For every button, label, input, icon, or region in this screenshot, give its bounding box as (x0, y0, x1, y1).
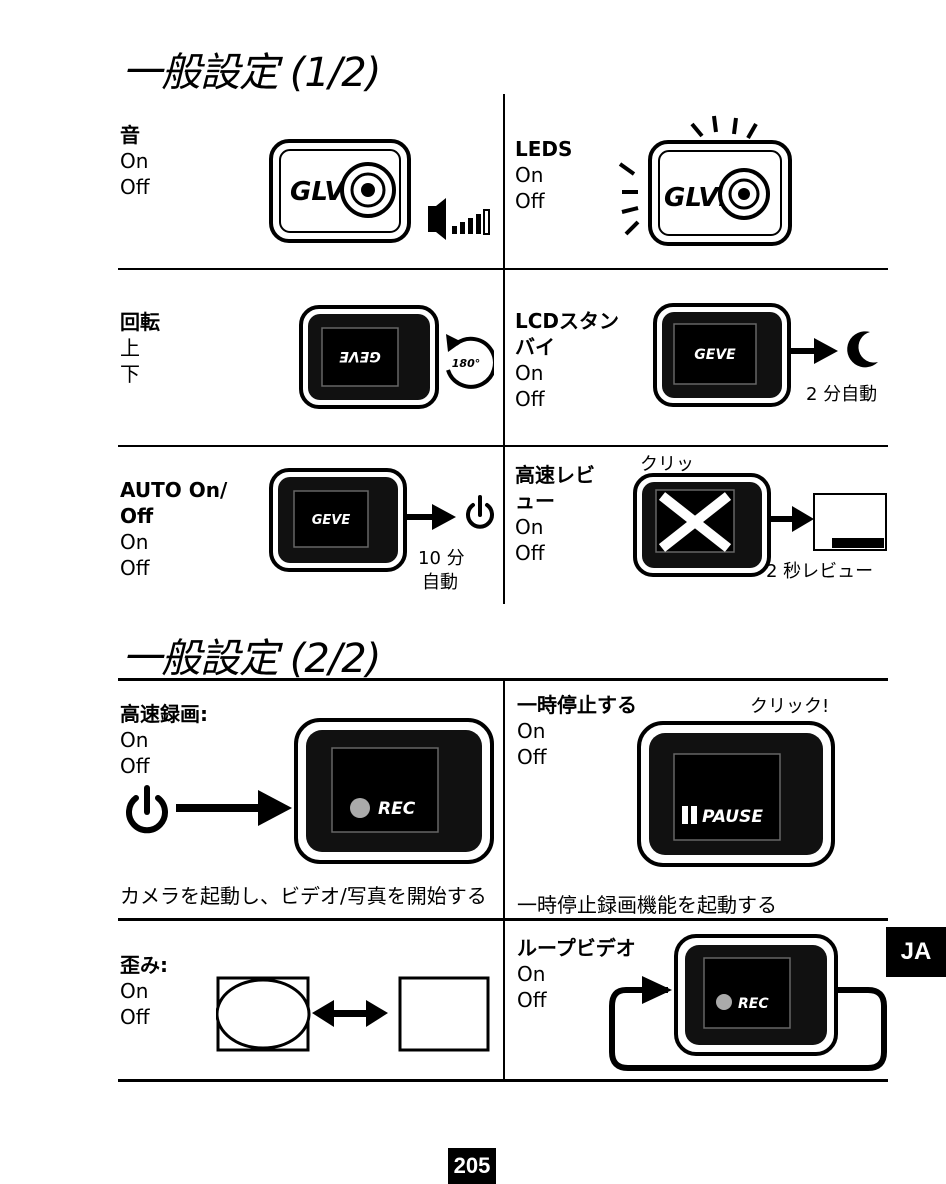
pause-caption: 一時停止録画機能を起動する (517, 889, 777, 918)
auto-off-option-off: Off (120, 555, 227, 581)
svg-text:PAUSE: PAUSE (702, 807, 763, 827)
divider-h-4 (118, 918, 888, 921)
distortion-setting: 歪み: On Off (120, 952, 168, 1030)
camera-loop-video-illustration: REC (606, 932, 890, 1072)
auto-off-option-on: On (120, 529, 227, 555)
distortion-illustration (216, 976, 492, 1052)
rotation-heading: 回転 (120, 309, 160, 335)
distortion-heading: 歪み: (120, 952, 168, 978)
svg-text:180°: 180° (452, 357, 480, 370)
page-number: 205 (448, 1148, 496, 1184)
section-2-title: 一般設定 (2/2) (122, 626, 380, 684)
quick-record-caption: カメラを起動し、ビデオ/写真を開始する (120, 880, 487, 909)
camera-pause-illustration: PAUSE (636, 720, 836, 868)
rotation-option-down: 下 (120, 361, 160, 387)
leds-heading: LEDS (515, 136, 572, 162)
svg-text:GEVE: GEVE (694, 347, 736, 363)
sound-setting: 音 On Off (120, 122, 150, 200)
camera-quick-record-illustration: REC (124, 716, 496, 866)
rotation-setting: 回転 上 下 (120, 309, 160, 387)
power-icon (468, 497, 492, 527)
pause-heading: 一時停止する (517, 692, 637, 718)
pause-option-off: Off (517, 744, 637, 770)
section-1-title: 一般設定 (1/2) (122, 40, 380, 98)
leds-setting: LEDS On Off (515, 136, 572, 214)
divider-h-1 (118, 268, 888, 270)
quick-review-heading-line1: 高速レビ (515, 462, 595, 488)
sound-option-on: On (120, 148, 150, 174)
svg-text:REC: REC (738, 996, 769, 1012)
auto-off-caption-line1: 10 分 (418, 544, 465, 570)
rotation-option-up: 上 (120, 335, 160, 361)
sound-heading: 音 (120, 122, 150, 148)
divider-h-5 (118, 1079, 888, 1082)
lcd-standby-heading-line2: バイ (515, 334, 619, 360)
divider-h-2 (118, 445, 888, 447)
camera-auto-off-illustration: GEVE (268, 467, 500, 573)
pause-click-text: クリック! (750, 692, 829, 718)
pause-setting: 一時停止する On Off (517, 692, 637, 770)
auto-off-setting: AUTO On/ Off On Off (120, 477, 227, 581)
language-tab-ja: JA (886, 927, 946, 977)
quick-review-setting: 高速レビ ュー On Off (515, 462, 595, 566)
divider-v-2 (503, 680, 505, 1080)
speaker-volume-icon (428, 198, 489, 240)
distortion-option-off: Off (120, 1004, 168, 1030)
quick-review-option-off: Off (515, 540, 595, 566)
lcd-standby-option-on: On (515, 360, 619, 386)
camera-led-illustration: GLVL (616, 110, 796, 250)
moon-sleep-icon (847, 331, 878, 367)
auto-off-heading-line1: AUTO On/ (120, 477, 227, 503)
svg-text:GEVE: GEVE (312, 513, 351, 528)
svg-text:REC: REC (378, 799, 416, 819)
lcd-standby-caption: 2 分自動 (806, 380, 877, 406)
quick-review-caption: 2 秒レビュー (766, 557, 873, 583)
leds-option-on: On (515, 162, 572, 188)
auto-off-caption-line2: 自動 (422, 568, 458, 594)
sound-option-off: Off (120, 174, 150, 200)
quick-review-heading-line2: ュー (515, 488, 595, 514)
camera-rotation-illustration: GEVE 180° (298, 304, 494, 410)
pause-option-on: On (517, 718, 637, 744)
auto-off-heading-line2: Off (120, 503, 227, 529)
divider-v-1 (503, 94, 505, 604)
camera-sound-illustration: GLVL (268, 138, 500, 244)
lcd-standby-heading-line1: LCDスタン (515, 308, 619, 334)
power-icon (129, 788, 165, 830)
svg-text:GEVE: GEVE (339, 348, 381, 364)
lcd-standby-option-off: Off (515, 386, 619, 412)
distortion-option-on: On (120, 978, 168, 1004)
leds-option-off: Off (515, 188, 572, 214)
lcd-standby-setting: LCDスタン バイ On Off (515, 308, 619, 412)
quick-review-option-on: On (515, 514, 595, 540)
